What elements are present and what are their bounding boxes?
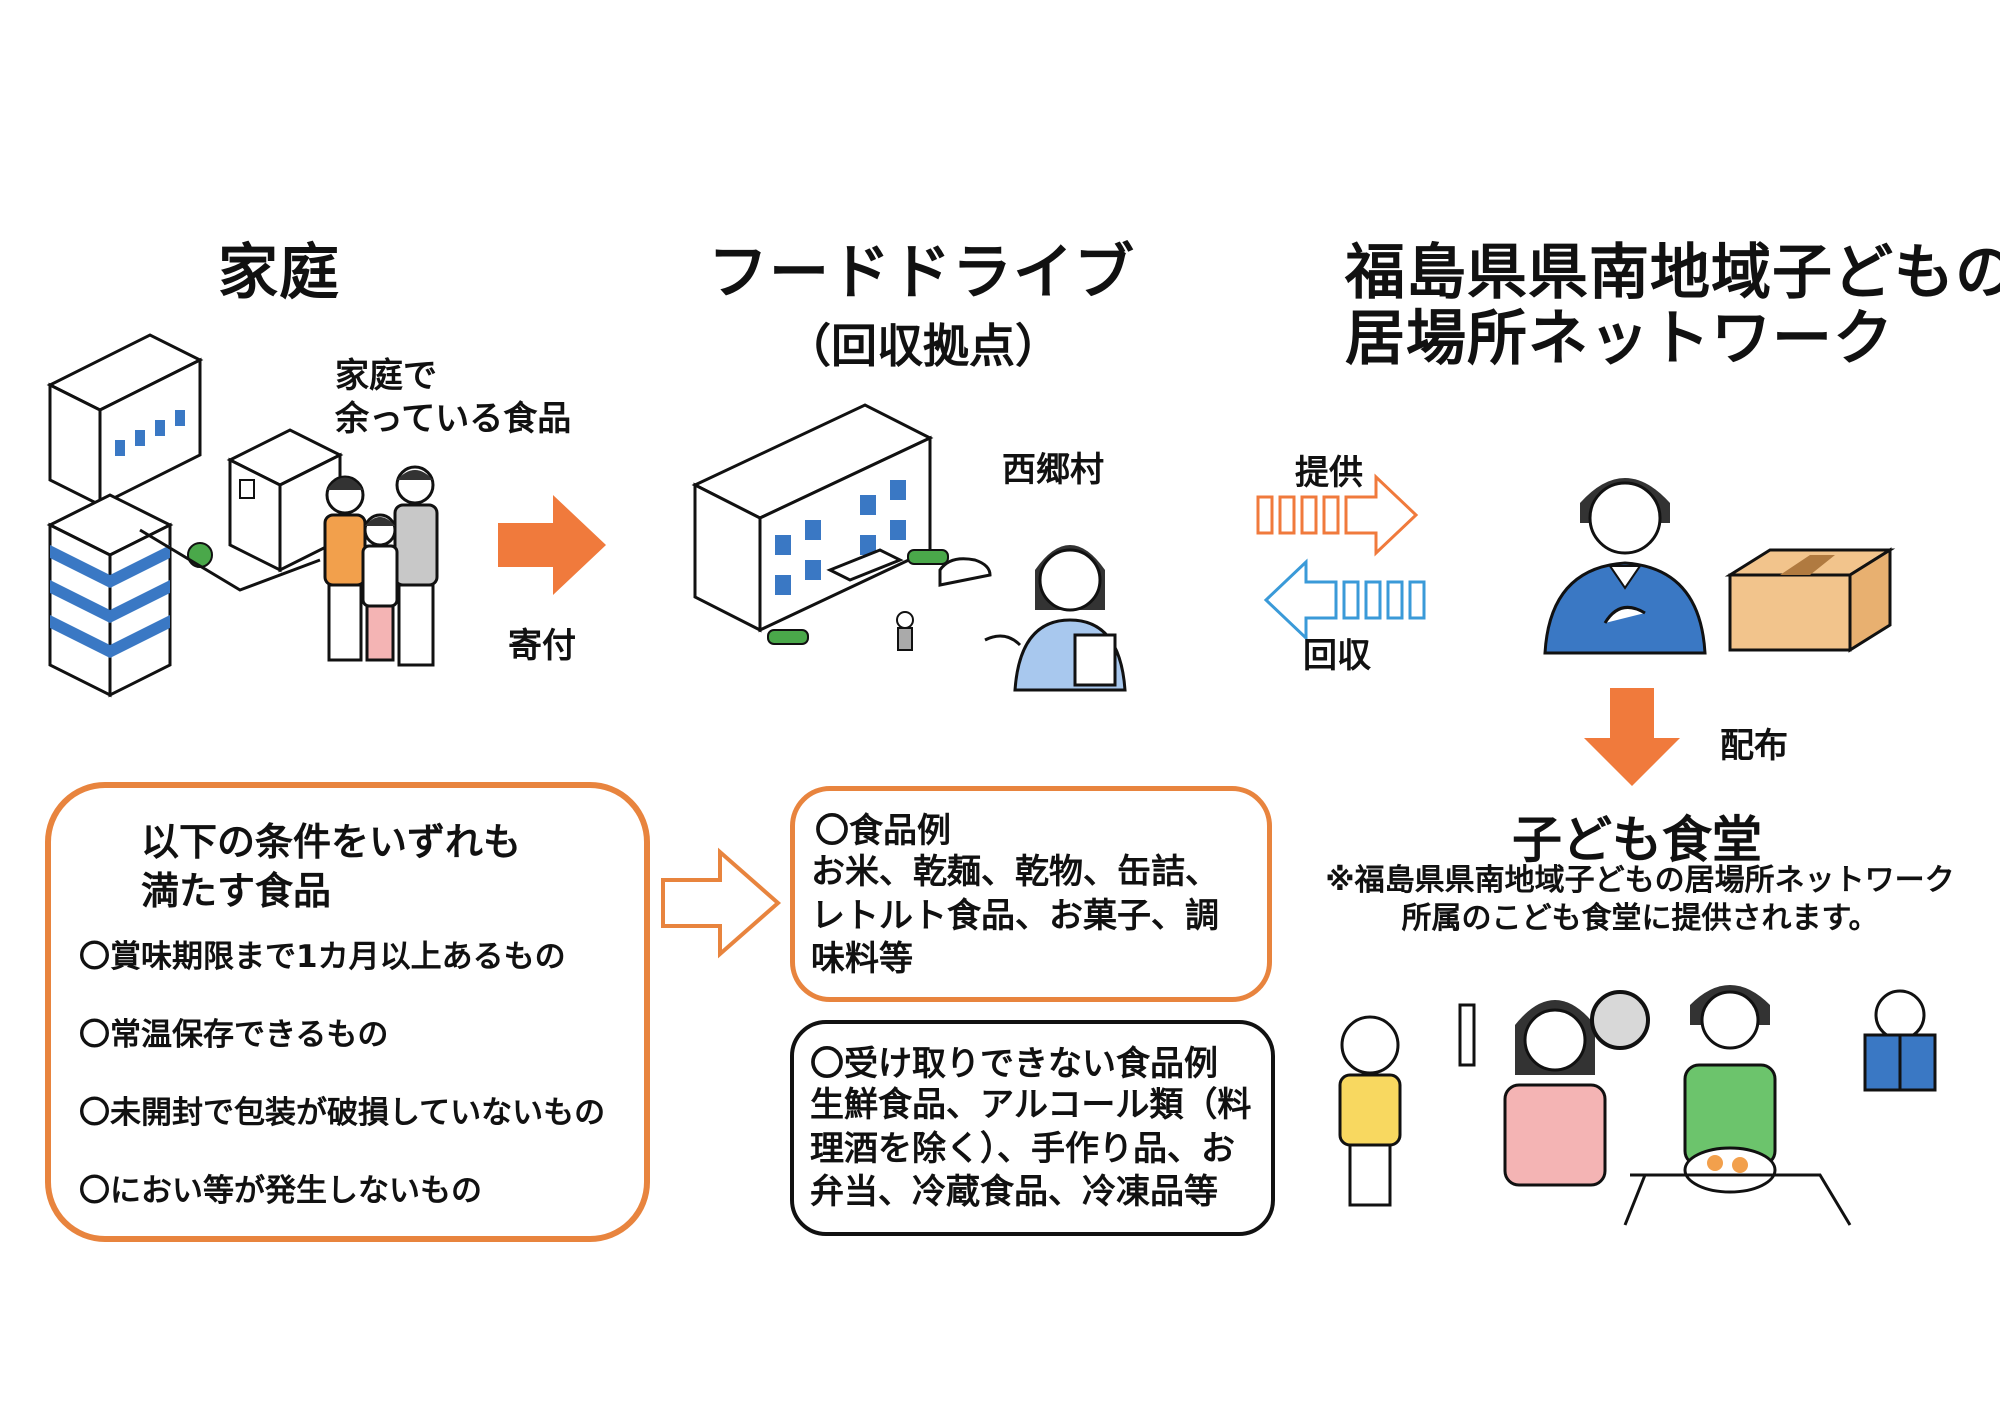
network-title: 福島県県南地域子どもの 居場所ネットワーク	[1345, 240, 2000, 372]
conditions-heading-line2: 満たす食品	[141, 869, 332, 914]
food-examples-heading: 〇食品例	[815, 811, 951, 851]
not-accepted-heading: 〇受け取りできない食品例	[810, 1044, 1218, 1084]
not-accepted-line: 弁当、冷蔵食品、冷凍品等	[810, 1172, 1218, 1213]
conditions-arrow-icon	[661, 847, 782, 959]
home-food-label-line2: 余っている食品	[335, 398, 572, 439]
food-examples-line: お米、乾麺、乾物、缶詰、	[811, 852, 1219, 892]
home-food-label: 家庭で 余っている食品	[335, 355, 571, 440]
collect-label: 回収	[1303, 636, 1371, 676]
food-examples-line: 味料等	[811, 939, 913, 980]
not-accepted-text: 生鮮食品、アルコール類（料 理酒を除く）、手作り品、お 弁当、冷蔵食品、冷凍品等	[810, 1084, 1251, 1215]
conditions-list: 〇賞味期限まで1カ月以上あるもの 〇常温保存できるもの 〇未開封で包装が破損して…	[79, 931, 605, 1243]
network-note-line2: 所属のこども食堂に提供されます。	[1401, 900, 1879, 936]
donate-arrow-icon	[498, 495, 606, 595]
family-illustration	[323, 465, 439, 667]
fooddrive-title: フードドライブ	[708, 238, 1135, 308]
home-buildings-illustration	[46, 333, 344, 698]
conditions-heading: 以下の条件をいずれも 満たす食品	[141, 818, 521, 917]
fooddrive-subtitle: （回収拠点）	[785, 319, 1061, 373]
not-accepted-line: 理酒を除く）、手作り品、お	[810, 1128, 1235, 1169]
condition-item: 〇におい等が発生しないもの	[79, 1173, 482, 1209]
provide-label: 提供	[1295, 453, 1363, 493]
home-title: 家庭	[218, 238, 340, 308]
food-examples-text: お米、乾麺、乾物、缶詰、 レトルト食品、お菓子、調 味料等	[811, 851, 1219, 982]
conditions-heading-line1: 以下の条件をいずれも	[141, 820, 522, 864]
food-examples-box: 〇食品例 お米、乾麺、乾物、缶詰、 レトルト食品、お菓子、調 味料等	[790, 786, 1272, 1002]
food-examples-line: レトルト食品、お菓子、調	[811, 895, 1219, 936]
network-note: ※福島県県南地域子どもの居場所ネットワーク 所属のこども食堂に提供されます。	[1300, 862, 1980, 937]
distribute-label: 配布	[1720, 726, 1788, 766]
municipal-building-illustration	[691, 403, 992, 651]
condition-item: 〇賞味期限まで1カ月以上あるもの	[79, 939, 566, 975]
home-food-label-line1: 家庭で	[335, 356, 437, 396]
network-note-line1: ※福島県県南地域子どもの居場所ネットワーク	[1325, 863, 1955, 898]
network-title-line2: 居場所ネットワーク	[1345, 304, 1894, 374]
not-accepted-line: 生鮮食品、アルコール類（料	[810, 1085, 1252, 1125]
condition-item: 〇常温保存できるもの	[79, 1017, 389, 1053]
donate-label: 寄付	[508, 626, 576, 666]
staff-person-illustration	[984, 545, 1127, 692]
conditions-box: 以下の条件をいずれも 満たす食品 〇賞味期限まで1カ月以上あるもの 〇常温保存で…	[45, 782, 650, 1242]
cardboard-box-illustration	[1724, 547, 1896, 653]
condition-item: 〇未開封で包装が破損していないもの	[79, 1095, 606, 1131]
network-staff-illustration	[1543, 478, 1707, 655]
village-label: 西郷村	[1002, 450, 1104, 490]
kids-cafeteria-illustration	[1338, 985, 1937, 1226]
kids-cafeteria-title: 子ども食堂	[1512, 811, 1762, 869]
network-title-line1: 福島県県南地域子どもの	[1345, 238, 2000, 308]
not-accepted-box: 〇受け取りできない食品例 生鮮食品、アルコール類（料 理酒を除く）、手作り品、お…	[790, 1020, 1275, 1236]
distribute-arrow-icon	[1584, 688, 1680, 786]
collect-arrow-icon	[1263, 558, 1426, 642]
provide-arrow-icon	[1256, 473, 1419, 557]
